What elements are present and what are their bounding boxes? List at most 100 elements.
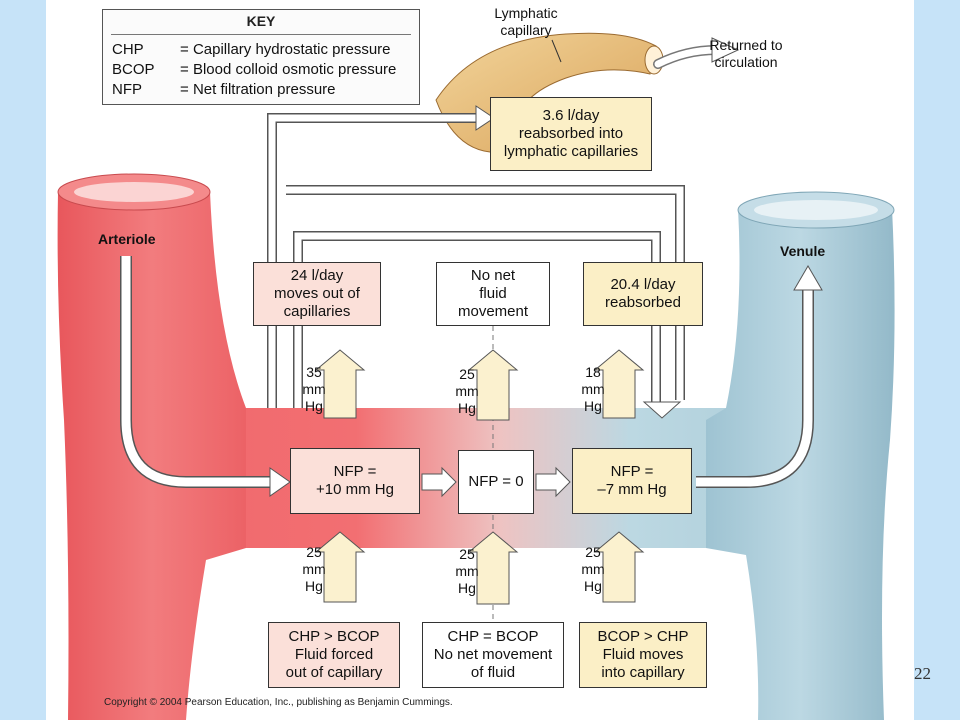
label-line: Returned to — [709, 37, 783, 53]
key-title: KEY — [246, 13, 276, 29]
lymphatic-capillary-label: Lymphatic capillary — [486, 5, 566, 39]
lower-pressure-label-1: 25 mm Hg — [294, 544, 334, 595]
arteriole-flow-fill — [121, 256, 272, 487]
box-line: +10 mm Hg — [316, 481, 394, 498]
box-line: out of capillary — [285, 664, 383, 681]
arterial-end-condition-box: CHP > BCOP Fluid forced out of capillary — [268, 622, 400, 688]
lower-pressure-arrow-2 — [467, 531, 519, 605]
label-line: capillary — [500, 22, 552, 38]
pressure-line: Hg — [305, 578, 323, 594]
lower-pressure-label-3: 25 mm Hg — [573, 544, 613, 595]
box-line: 20.4 l/day — [610, 276, 676, 293]
pressure-line: mm — [302, 381, 326, 397]
venule-flow-head — [793, 265, 823, 291]
key-eq: = — [180, 61, 189, 78]
box-line: of fluid — [470, 664, 516, 681]
pressure-line: 25 — [459, 546, 475, 562]
pressure-line: Hg — [305, 398, 323, 414]
key-abbr: NFP — [112, 81, 142, 98]
lower-pressure-arrow-1 — [314, 531, 366, 603]
pressure-line: 25 — [585, 544, 601, 560]
box-line: CHP > BCOP — [288, 628, 380, 645]
copyright-notice: Copyright © 2004 Pearson Education, Inc.… — [104, 697, 453, 708]
capillary-exchange-illustration — [57, 32, 895, 720]
box-line: movement — [457, 303, 529, 320]
key-abbr: CHP — [112, 41, 144, 58]
key-abbr: BCOP — [112, 61, 155, 78]
key-entry-nfp: NFP = Net filtration pressure — [112, 81, 336, 98]
label-line: Lymphatic — [494, 5, 558, 21]
pressure-line: Hg — [458, 400, 476, 416]
key-divider — [111, 34, 411, 35]
filtration-volume-box: 24 l/day moves out of capillaries — [253, 262, 381, 326]
returned-to-circulation-label: Returned to circulation — [696, 37, 796, 71]
nfp-venous-box: NFP = –7 mm Hg — [572, 448, 692, 514]
venule-label: Venule — [780, 243, 826, 259]
box-line: reabsorbed — [605, 294, 681, 311]
flow-arrow-2 — [535, 466, 571, 498]
arteriole-lumen — [74, 182, 194, 202]
return-arrow-head — [711, 37, 740, 63]
venous-end-condition-box: BCOP > CHP Fluid moves into capillary — [579, 622, 707, 688]
pressure-line: 25 — [306, 544, 322, 560]
box-line: Fluid moves — [602, 646, 684, 663]
key-eq: = — [180, 81, 189, 98]
pressure-line: mm — [455, 563, 479, 579]
upper-pressure-arrow-3 — [593, 349, 645, 419]
box-line: Fluid forced — [294, 646, 374, 663]
box-line: No net movement — [433, 646, 553, 663]
pressure-line: mm — [455, 383, 479, 399]
box-line: NFP = 0 — [468, 473, 524, 490]
nfp-arterial-box: NFP = +10 mm Hg — [290, 448, 420, 514]
label-line: circulation — [714, 54, 778, 70]
diagram-panel: KEY CHP= Capillary hydrostatic pressure … — [46, 0, 914, 720]
reabsorption-volume-box: 20.4 l/day reabsorbed — [583, 262, 703, 326]
nfp-zero-box: NFP = 0 — [458, 450, 534, 514]
upper-pressure-arrow-1 — [314, 349, 366, 419]
arteriole-label: Arteriole — [98, 231, 156, 247]
midpoint-condition-box: CHP = BCOP No net movement of fluid — [422, 622, 564, 688]
key-meaning: Net filtration pressure — [192, 81, 336, 98]
box-line: No net — [470, 267, 516, 284]
pressure-line: 18 — [585, 364, 601, 380]
arteriole-vessel — [57, 192, 246, 720]
box-line: moves out of — [274, 285, 360, 302]
pressure-line: mm — [302, 561, 326, 577]
venule-lumen — [754, 200, 878, 220]
pressure-line: 25 — [459, 366, 475, 382]
upper-pressure-arrow-2 — [467, 349, 519, 421]
key-box: KEY CHP= Capillary hydrostatic pressure … — [102, 9, 420, 105]
box-line: –7 mm Hg — [597, 481, 667, 498]
key-meaning: Blood colloid osmotic pressure — [192, 61, 397, 78]
box-line: 24 l/day — [290, 267, 344, 284]
key-entry-bcop: BCOP = Blood colloid osmotic pressure — [112, 61, 396, 78]
page-number: 22 — [914, 664, 931, 683]
pressure-line: Hg — [458, 580, 476, 596]
box-line: into capillary — [601, 664, 685, 681]
inner-loop-head — [642, 401, 682, 419]
box-line: fluid — [479, 285, 507, 302]
pressure-line: 35 — [306, 364, 322, 380]
return-arrow-shaft-fill — [654, 46, 720, 68]
loop-right-fill — [286, 186, 684, 400]
box-line: NFP = — [333, 463, 377, 480]
pressure-line: Hg — [584, 578, 602, 594]
key-entry-chp: CHP = Capillary hydrostatic pressure — [112, 41, 391, 58]
upper-pressure-label-2: 25 mm Hg — [447, 366, 487, 417]
box-line: BCOP > CHP — [597, 628, 689, 645]
box-line: 3.6 l/day — [542, 107, 600, 124]
lower-pressure-arrow-3 — [593, 531, 645, 603]
upper-pressure-label-1: 35 mm Hg — [294, 364, 334, 415]
key-eq: = — [180, 41, 189, 58]
lymphatic-label-pointer — [551, 39, 562, 63]
arteriole-flow-head — [269, 467, 291, 497]
lymph-reabsorption-box: 3.6 l/day reabsorbed into lymphatic capi… — [490, 97, 652, 171]
box-line: NFP = — [610, 463, 654, 480]
key-meaning: Capillary hydrostatic pressure — [192, 41, 391, 58]
no-net-movement-box: No net fluid movement — [436, 262, 550, 326]
box-line: lymphatic capillaries — [503, 143, 639, 160]
box-line: reabsorbed into — [518, 125, 624, 142]
loop-to-lymph-head — [475, 105, 495, 131]
box-line: CHP = BCOP — [447, 628, 539, 645]
pressure-line: Hg — [584, 398, 602, 414]
